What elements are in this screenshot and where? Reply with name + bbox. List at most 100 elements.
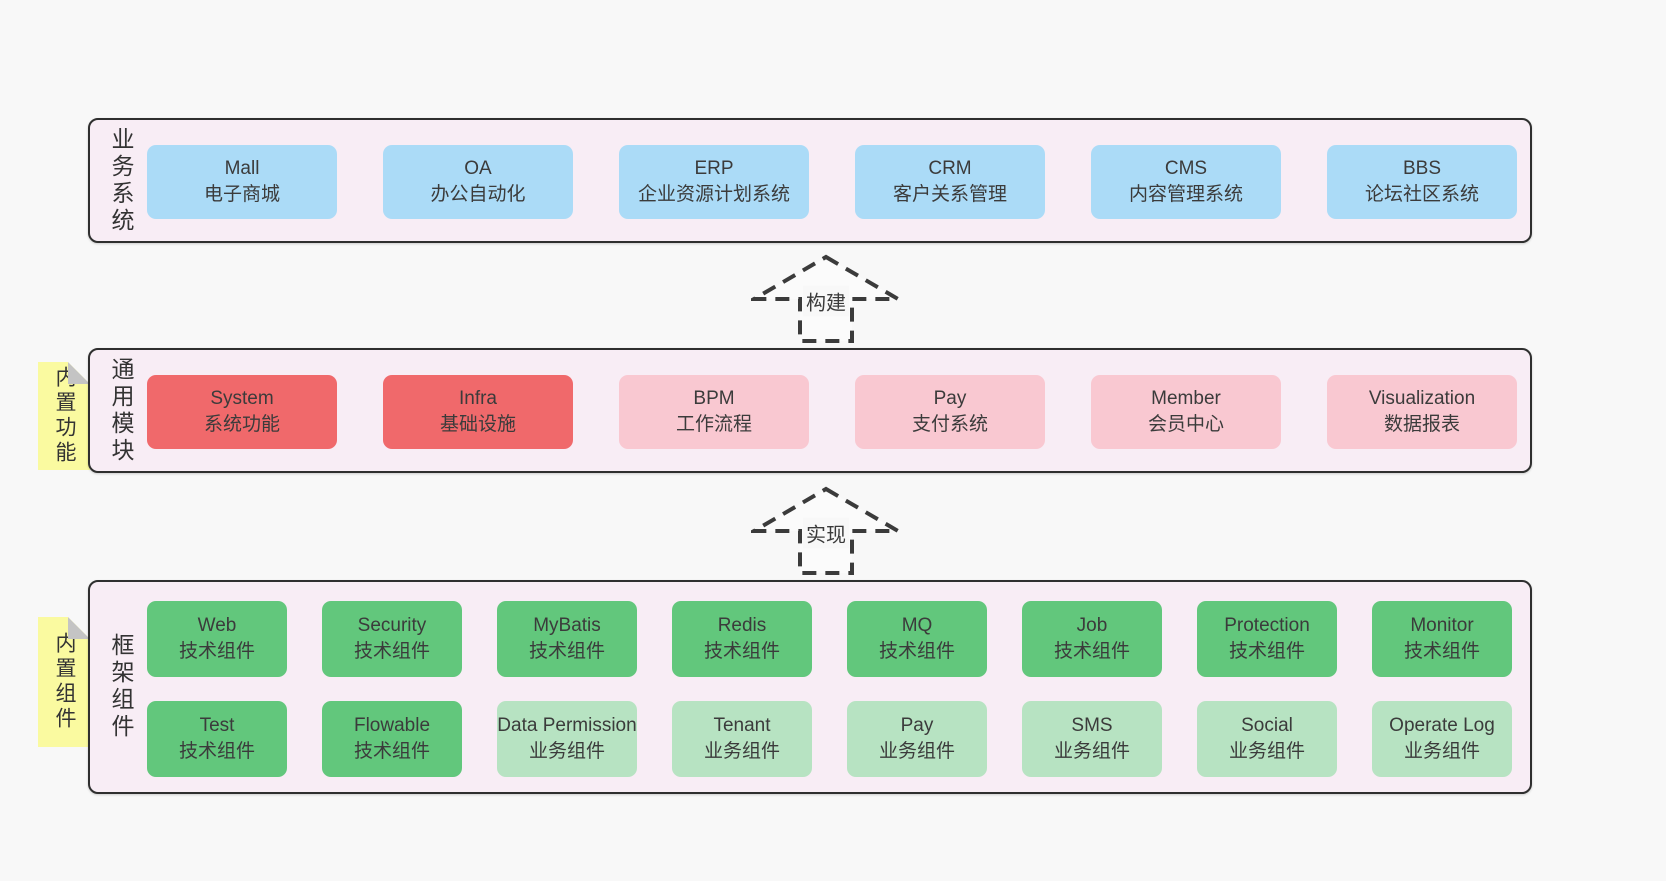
box-job: Job 技术组件 (1022, 601, 1162, 677)
box-name: ERP (694, 158, 734, 180)
box-desc: 技术组件 (878, 641, 955, 662)
layer-common-modules: 通用模块 System 系统功能 Infra 基础设施 BPM 工作流程 Pay… (88, 348, 1532, 473)
business-box-row: Mall 电子商城 OA 办公自动化 ERP 企业资源计划系统 CRM 客户关系… (90, 145, 1530, 219)
box-desc: 技术组件 (1403, 641, 1480, 662)
box-monitor: Monitor 技术组件 (1372, 601, 1512, 677)
box-name: Flowable (353, 715, 431, 737)
box-mq: MQ 技术组件 (847, 601, 987, 677)
box-visualization: Visualization 数据报表 (1327, 375, 1517, 449)
box-bbs: BBS 论坛社区系统 (1327, 145, 1517, 219)
box-name: BBS (1402, 158, 1442, 180)
box-name: Monitor (1410, 615, 1474, 637)
box-desc: 业务组件 (1403, 741, 1480, 762)
box-protection: Protection 技术组件 (1197, 601, 1337, 677)
box-name: Web (197, 615, 237, 637)
box-name: OA (464, 158, 492, 180)
component-box-row-1: Web 技术组件 Security 技术组件 MyBatis 技术组件 Redi… (90, 601, 1530, 677)
box-flowable: Flowable 技术组件 (322, 701, 462, 777)
box-bpm: BPM 工作流程 (619, 375, 809, 449)
component-box-row-2: Test 技术组件 Flowable 技术组件 Data Permission … (90, 701, 1530, 777)
box-name: Protection (1224, 615, 1310, 637)
box-oa: OA 办公自动化 (383, 145, 573, 219)
box-security: Security 技术组件 (322, 601, 462, 677)
note-built-in-features: 内置功能 (38, 362, 90, 470)
box-web: Web 技术组件 (147, 601, 287, 677)
box-desc: 技术组件 (178, 641, 255, 662)
layer-label-common-modules: 通用模块 (108, 356, 134, 465)
note-text: 内置组件 (53, 632, 76, 732)
box-name: Visualization (1368, 388, 1476, 410)
box-name: MyBatis (533, 615, 601, 637)
box-desc: 数据报表 (1383, 414, 1460, 435)
box-data-permission: Data Permission 业务组件 (497, 701, 637, 777)
box-desc: 企业资源计划系统 (637, 184, 790, 205)
box-tenant: Tenant 业务组件 (672, 701, 812, 777)
box-name: Pay (900, 715, 934, 737)
module-box-row: System 系统功能 Infra 基础设施 BPM 工作流程 Pay 支付系统… (90, 375, 1530, 449)
note-text: 内置功能 (53, 366, 76, 466)
box-name: Mall (224, 158, 260, 180)
box-desc: 技术组件 (353, 641, 430, 662)
arrow-implement: 实现 (751, 486, 901, 576)
layer-framework-components: 框架组件 Web 技术组件 Security 技术组件 MyBatis 技术组件… (88, 580, 1532, 794)
box-desc: 业务组件 (1053, 741, 1130, 762)
box-pay-system: Pay 支付系统 (855, 375, 1045, 449)
layer-label-framework-components: 框架组件 (108, 633, 134, 741)
layer-business-systems: 业务系统 Mall 电子商城 OA 办公自动化 ERP 企业资源计划系统 CRM… (88, 118, 1532, 243)
box-redis: Redis 技术组件 (672, 601, 812, 677)
arrow-build-label: 构建 (803, 285, 849, 317)
box-desc: 业务组件 (878, 741, 955, 762)
box-system: System 系统功能 (147, 375, 337, 449)
box-desc: 电子商城 (203, 184, 280, 205)
box-name: CRM (928, 158, 972, 180)
box-desc: 论坛社区系统 (1364, 184, 1479, 205)
box-desc: 技术组件 (703, 641, 780, 662)
note-built-in-components: 内置组件 (38, 617, 90, 747)
box-desc: 业务组件 (528, 741, 605, 762)
box-name: Redis (717, 615, 767, 637)
box-desc: 业务组件 (703, 741, 780, 762)
arrow-build: 构建 (751, 254, 901, 344)
box-name: Infra (458, 388, 498, 410)
box-pay-component: Pay 业务组件 (847, 701, 987, 777)
box-name: Operate Log (1389, 715, 1495, 737)
box-name: Data Permission (497, 715, 637, 737)
box-desc: 系统功能 (203, 414, 280, 435)
box-erp: ERP 企业资源计划系统 (619, 145, 809, 219)
box-name: Member (1151, 388, 1221, 410)
box-name: Test (199, 715, 235, 737)
box-desc: 技术组件 (1053, 641, 1130, 662)
box-desc: 工作流程 (675, 414, 752, 435)
folded-corner-icon (68, 617, 90, 639)
box-name: Security (357, 615, 427, 637)
box-desc: 支付系统 (911, 414, 988, 435)
box-desc: 客户关系管理 (892, 184, 1007, 205)
box-sms: SMS 业务组件 (1022, 701, 1162, 777)
box-name: MQ (901, 615, 933, 637)
box-mybatis: MyBatis 技术组件 (497, 601, 637, 677)
box-operate-log: Operate Log 业务组件 (1372, 701, 1512, 777)
box-desc: 业务组件 (1228, 741, 1305, 762)
box-member: Member 会员中心 (1091, 375, 1281, 449)
box-desc: 内容管理系统 (1128, 184, 1243, 205)
box-cms: CMS 内容管理系统 (1091, 145, 1281, 219)
box-desc: 办公自动化 (430, 184, 526, 205)
box-mall: Mall 电子商城 (147, 145, 337, 219)
box-crm: CRM 客户关系管理 (855, 145, 1045, 219)
box-desc: 基础设施 (439, 414, 516, 435)
box-name: System (210, 388, 274, 410)
box-name: BPM (693, 388, 735, 410)
folded-corner-icon (68, 362, 90, 384)
box-name: SMS (1071, 715, 1113, 737)
box-name: Social (1241, 715, 1293, 737)
box-name: Tenant (713, 715, 771, 737)
box-desc: 技术组件 (528, 641, 605, 662)
box-name: Pay (933, 388, 967, 410)
arrow-implement-label: 实现 (803, 517, 849, 549)
box-name: CMS (1164, 158, 1208, 180)
box-infra: Infra 基础设施 (383, 375, 573, 449)
box-test: Test 技术组件 (147, 701, 287, 777)
box-desc: 会员中心 (1147, 414, 1224, 435)
box-name: Job (1076, 615, 1108, 637)
